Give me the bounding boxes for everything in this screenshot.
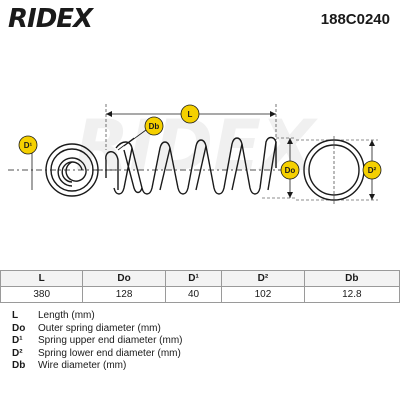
value-cell: 12.8	[303, 286, 400, 303]
header-cell: D¹	[164, 270, 223, 287]
spring-diagram: RIDEX	[8, 104, 382, 204]
legend-text: Spring upper end diameter (mm)	[38, 335, 183, 346]
legend-item: D² Spring lower end diameter (mm)	[12, 348, 183, 361]
legend-item: Db Wire diameter (mm)	[12, 360, 183, 373]
part-number: 188C0240	[320, 11, 390, 28]
svg-text:D²: D²	[368, 166, 377, 175]
label-L: L	[180, 104, 200, 124]
svg-text:Do: Do	[285, 166, 296, 175]
svg-text:D¹: D¹	[24, 141, 33, 150]
legend-text: Length (mm)	[38, 310, 95, 321]
header-cell: Do	[82, 270, 166, 287]
header-cell: L	[0, 270, 84, 287]
legend-item: D¹ Spring upper end diameter (mm)	[12, 335, 183, 348]
legend-key: Db	[12, 360, 26, 371]
value-cell: 380	[0, 286, 84, 303]
legend-text: Spring lower end diameter (mm)	[38, 347, 181, 359]
table-row: 380 128 40 102 12.8	[0, 286, 400, 303]
value-cell: 102	[221, 286, 305, 303]
header-cell: Db	[303, 270, 400, 287]
table-header-row: L Do D¹ D² Db	[0, 270, 400, 287]
label-Do: Do	[280, 160, 300, 180]
value-cell: 128	[82, 286, 166, 303]
legend-item: Do Outer spring diameter (mm)	[12, 323, 183, 336]
legend-key: L	[12, 310, 19, 321]
legend-text: Outer spring diameter (mm)	[38, 322, 161, 334]
header-cell: D²	[221, 270, 305, 287]
legend-text: Wire diameter (mm)	[38, 360, 127, 371]
label-Db: Db	[144, 116, 164, 136]
svg-text:L: L	[188, 110, 193, 119]
upper-end-view	[8, 143, 118, 197]
legend-key: D²	[12, 347, 23, 359]
legend-item: L Length (mm)	[12, 310, 183, 323]
spec-table: L Do D¹ D² Db 380 128 40 102 12.8	[0, 270, 400, 303]
label-D2: D²	[362, 160, 382, 180]
legend-key: Do	[12, 322, 26, 334]
label-D1: D¹	[18, 135, 38, 155]
svg-text:Db: Db	[149, 122, 160, 131]
value-cell: 40	[164, 286, 223, 303]
legend: L Length (mm) Do Outer spring diameter (…	[12, 310, 183, 373]
legend-key: D¹	[12, 335, 23, 346]
brand-logo: RIDEX	[8, 4, 93, 34]
